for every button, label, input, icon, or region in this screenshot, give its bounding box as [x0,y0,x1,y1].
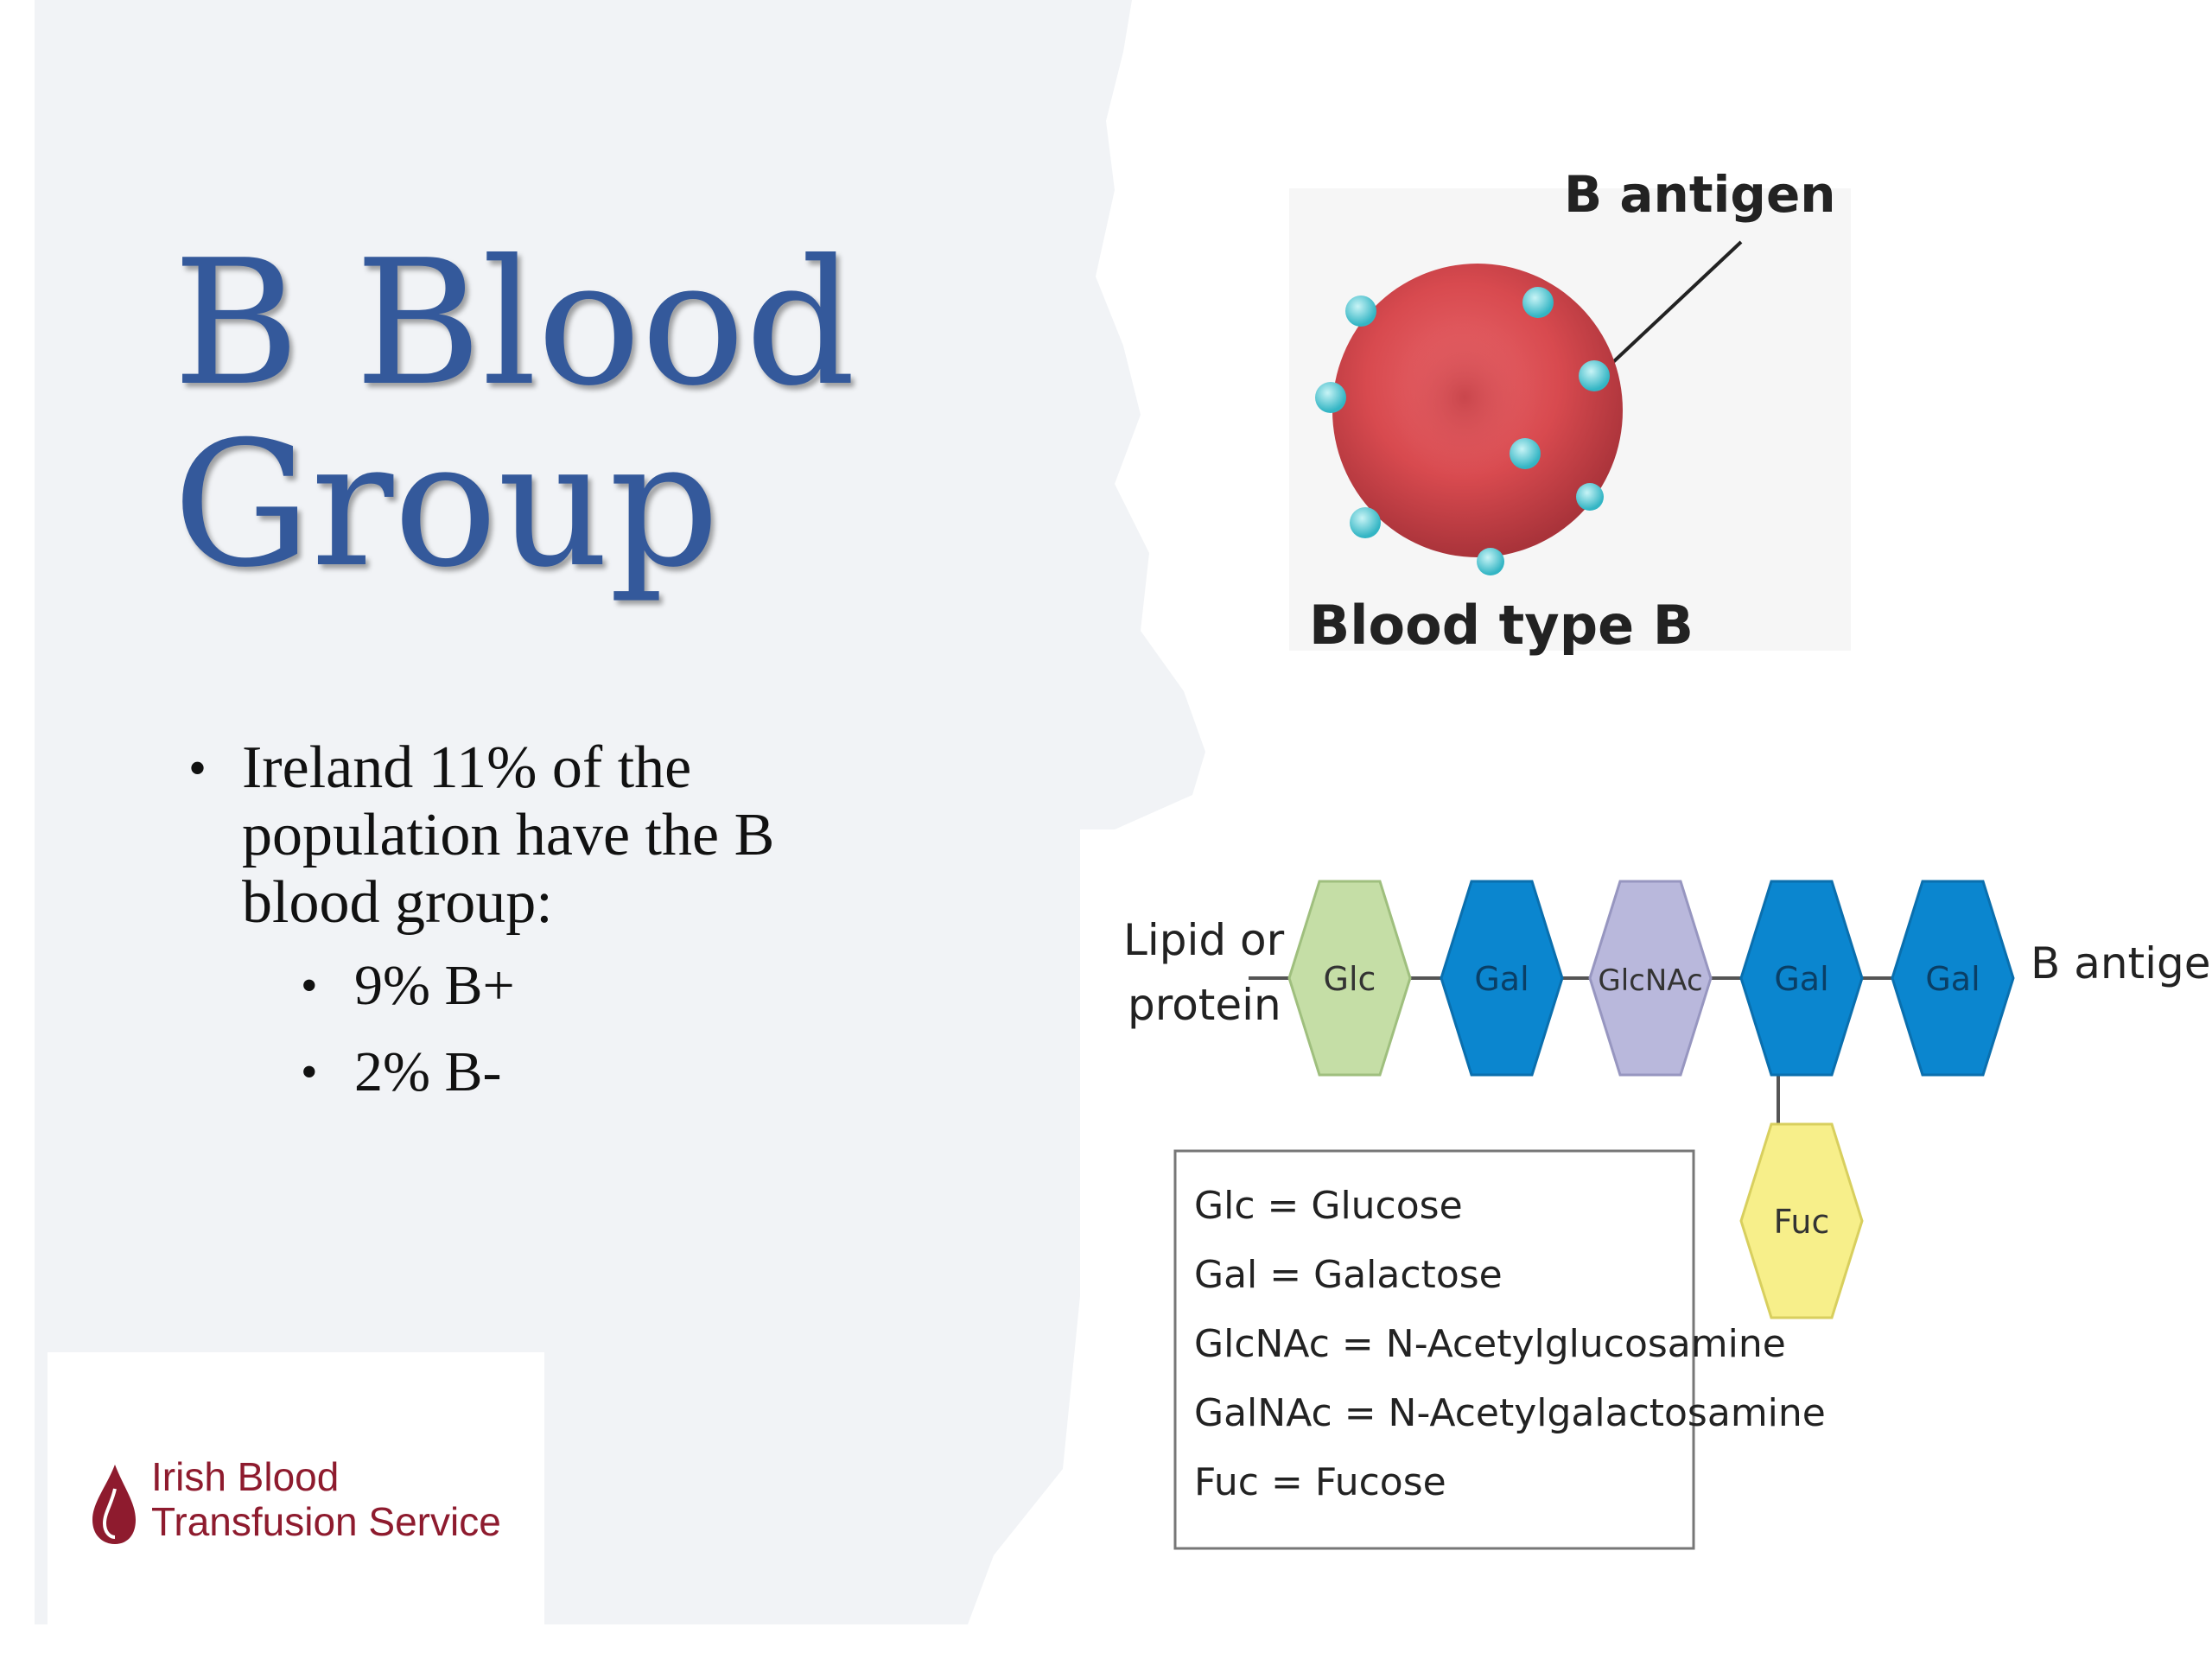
sugar-label: GlcNAc [1598,963,1702,998]
sugar-hexagon-glcnac [1588,880,1713,1077]
sugar-label: Gal [1474,960,1529,998]
bullet-text: Ireland 11% of the population have the B… [242,734,775,936]
slide-title: B Blood Group [173,233,855,596]
antigen-bead [1522,287,1554,318]
bullet-item: • Ireland 11% of the population have the… [188,734,899,937]
ibts-logo: Irish Blood Transfusion Service [48,1352,544,1630]
antigen-bead [1345,296,1376,327]
sub-bullet-text: 2% B- [354,1040,502,1103]
title-line-1: B Blood [173,223,856,424]
sub-bullet-item: • 9% B+ [301,952,899,1020]
logo-wordmark: Irish Blood Transfusion Service [151,1454,501,1544]
sugar-hexagon-fuc [1739,1122,1864,1319]
bullet-list: • Ireland 11% of the population have the… [188,734,899,1125]
blood-drop-icon [92,1465,136,1544]
antigen-bead [1477,548,1504,575]
logo-line-1: Irish Blood [151,1454,340,1499]
antigen-pointer-line [1597,240,1743,378]
antigen-bead [1315,382,1346,413]
sub-bullet-text: 9% B+ [354,954,515,1017]
lipid-label-line-2: protein [1128,980,1281,1030]
bullet-dot-icon: • [301,1046,318,1099]
legend-box [1173,1149,1695,1550]
legend-entry: Glc = Glucose [1194,1184,1463,1228]
sub-bullet-list: • 9% B+ • 2% B- [242,952,899,1106]
title-line-2: Group [173,404,720,606]
cell-antigen-label: B antigen [1564,165,1836,224]
logo-line-2: Transfusion Service [151,1499,501,1544]
cell-caption: Blood type B [1309,594,1694,657]
bullet-dot-icon: • [188,740,207,797]
antigen-bead [1579,360,1610,391]
lipid-label-line-1: Lipid or [1123,915,1285,965]
sugar-label: Fuc [1774,1203,1830,1241]
antigen-bead [1576,483,1604,511]
sub-bullet-item: • 2% B- [301,1039,899,1106]
sugar-hexagon-gal [1440,880,1564,1077]
antigen-bead [1510,438,1541,469]
antigen-bead [1350,507,1381,538]
sugar-hexagon-glc [1287,880,1412,1077]
sugar-label: Glc [1324,960,1376,998]
cell-dimple [1391,315,1538,480]
legend-entry: Fuc = Fucose [1194,1460,1446,1504]
legend-entry: GlcNAc = N-Acetylglucosamine [1194,1322,1786,1366]
sugar-label: Gal [1774,960,1828,998]
sugar-hexagon-gal [1891,880,2015,1077]
legend-entry: Gal = Galactose [1194,1253,1503,1297]
blood-cell-figure: B antigen Blood type B [1289,165,1851,657]
chain-antigen-label: B antigen [2031,938,2212,988]
legend-entry: GalNAc = N-Acetylgalactosamine [1194,1391,1826,1435]
antigen-beads [1315,287,1610,575]
sugar-hexagon-gal [1739,880,1864,1077]
bullet-dot-icon: • [301,959,318,1013]
sugar-label: Gal [1925,960,1980,998]
grey-panel [35,0,1205,1624]
